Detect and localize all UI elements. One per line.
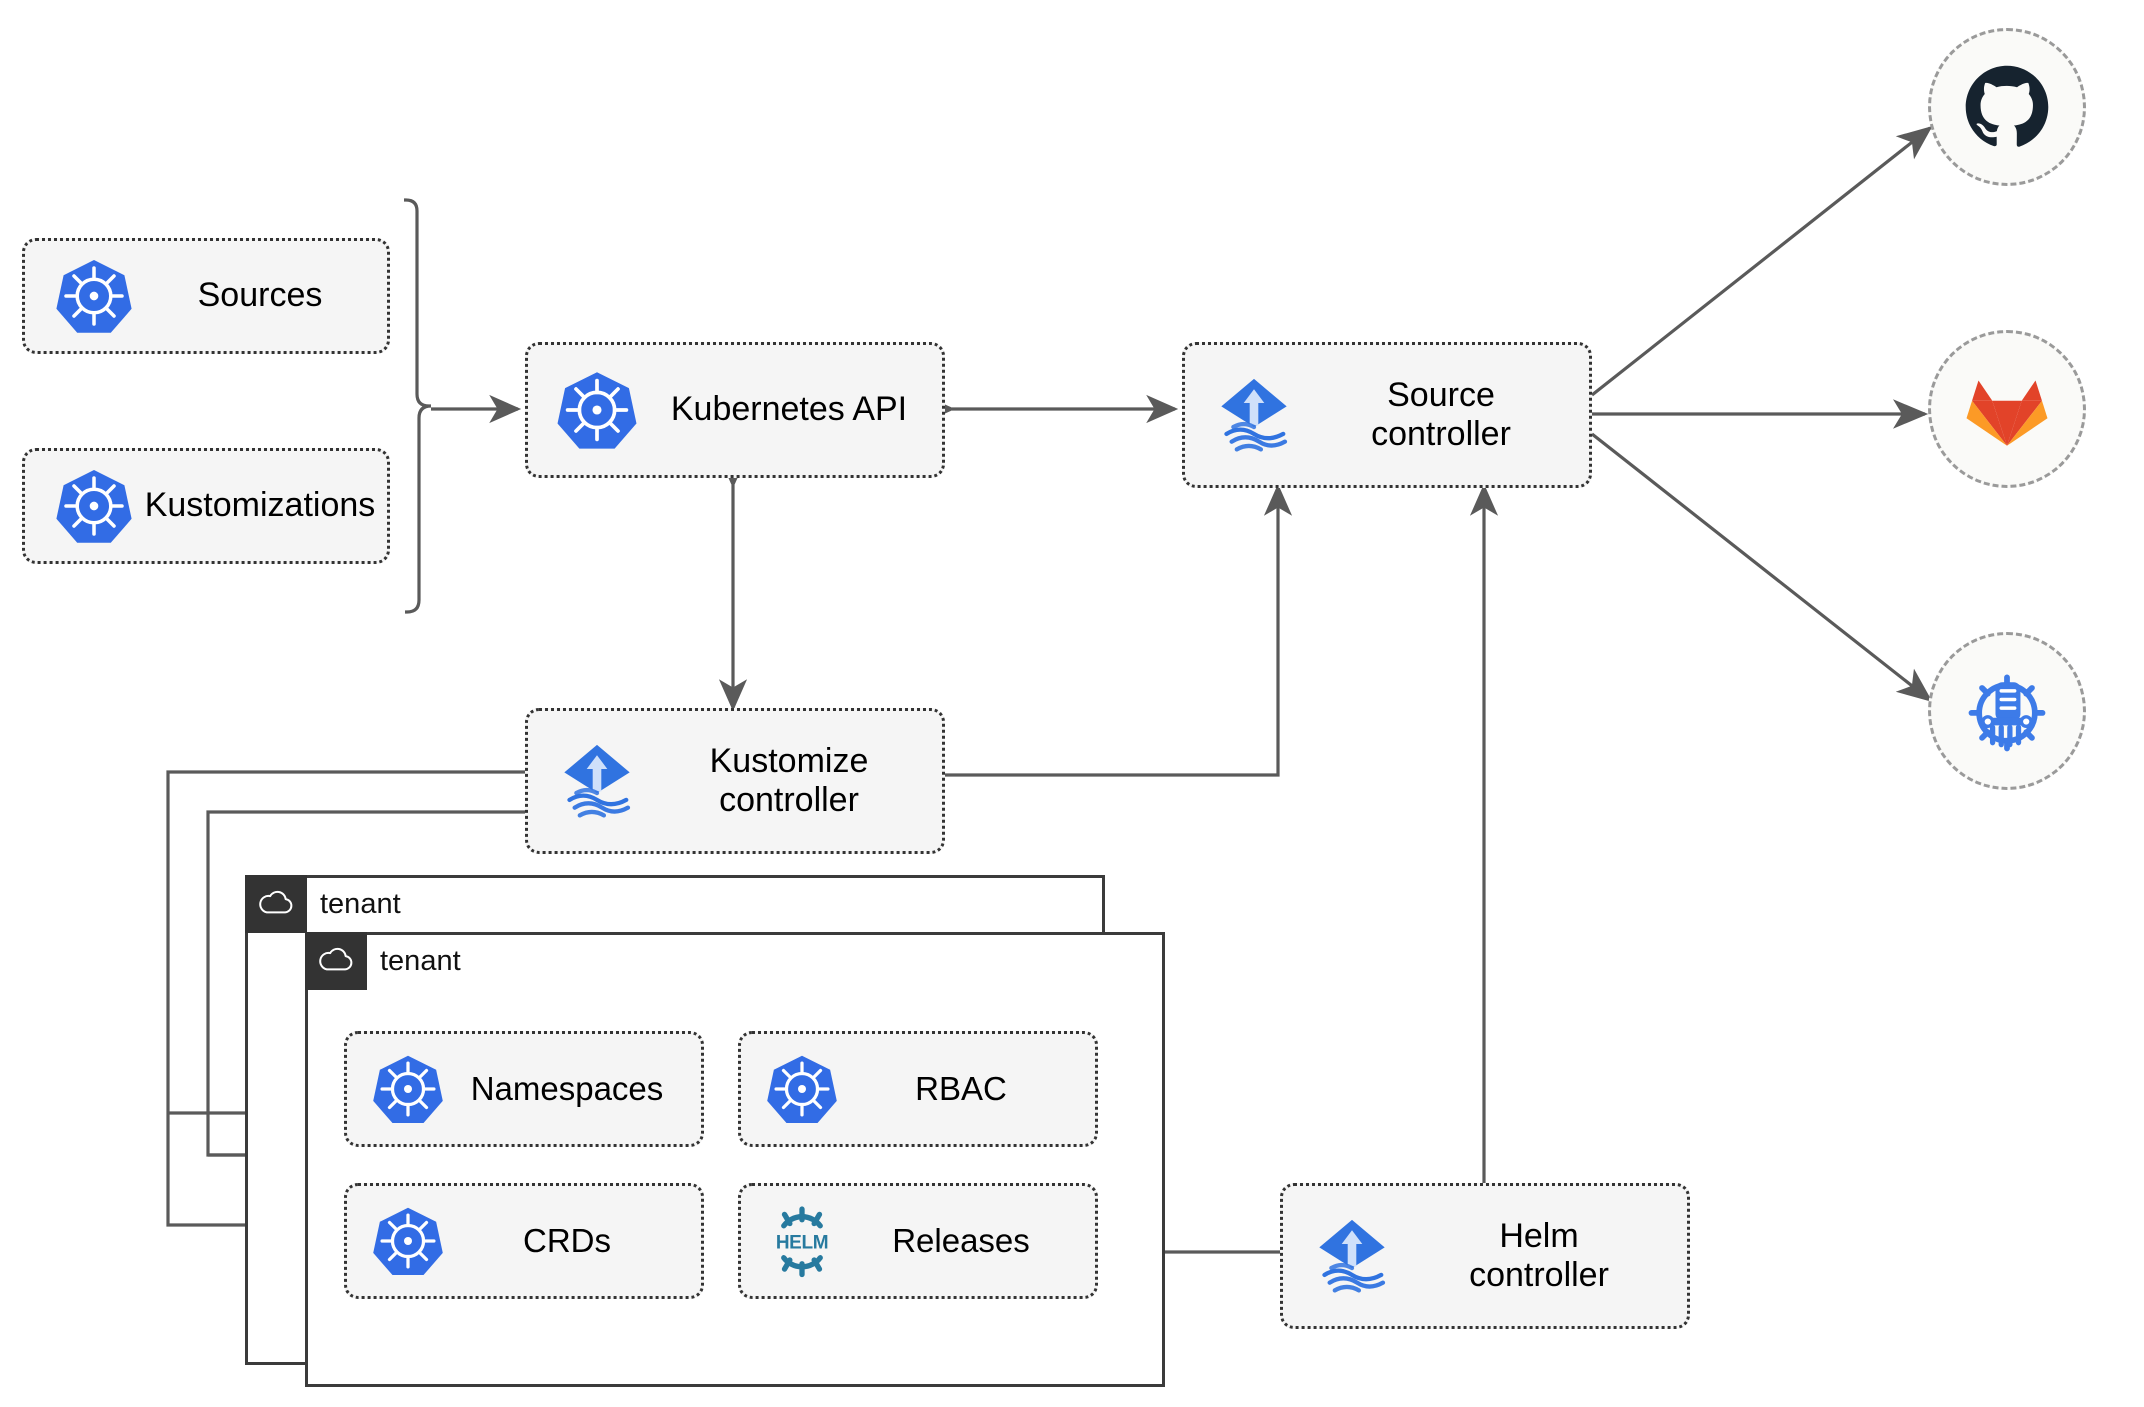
tenant-frame-inner[interactable]: tenant Namespaces: [305, 932, 1165, 1387]
kubernetes-icon: [763, 1050, 841, 1128]
flux-icon: [554, 738, 640, 824]
edge-source-github: [1591, 126, 1933, 397]
kubernetes-icon: [51, 463, 137, 549]
github-icon: [1965, 65, 2049, 147]
node-kubernetes-api[interactable]: Kubernetes API: [525, 342, 945, 478]
node-kustomize-controller-label: Kustomize controller: [709, 741, 869, 819]
node-source-controller-label: Source controller: [1371, 375, 1511, 453]
helm-icon: HELM: [763, 1202, 841, 1280]
bracket-shape: [405, 211, 432, 614]
kubernetes-icon: [554, 367, 640, 453]
node-namespaces-label: Namespaces: [470, 1070, 664, 1107]
chart-registry-icon: [1968, 674, 2046, 752]
svg-text:HELM: HELM: [776, 1233, 828, 1254]
node-sources[interactable]: Sources: [22, 238, 390, 354]
gitlab-icon: [1966, 380, 2048, 446]
edge-source-registry: [1591, 432, 1933, 702]
node-releases-label: Releases: [892, 1222, 1030, 1259]
node-kustomizations[interactable]: Kustomizations: [22, 448, 390, 564]
node-sources-label: Sources: [197, 276, 323, 315]
node-kustomize-controller[interactable]: Kustomize controller: [525, 708, 945, 854]
node-helm-controller[interactable]: Helm controller: [1280, 1183, 1690, 1329]
node-kubernetes-api-label: Kubernetes API: [670, 390, 908, 429]
tenant-outer-title: tenant: [320, 887, 401, 920]
node-provider-helm-repository[interactable]: [1928, 632, 2086, 790]
flux-icon: [1309, 1213, 1395, 1299]
node-namespaces[interactable]: Namespaces: [344, 1031, 704, 1147]
node-provider-gitlab[interactable]: [1928, 330, 2086, 488]
node-helm-controller-label: Helm controller: [1469, 1216, 1609, 1294]
edge-kustomize-source: [940, 483, 1293, 777]
cloud-icon: [305, 932, 367, 990]
flux-icon: [1211, 372, 1297, 458]
tenant-inner-title: tenant: [380, 944, 461, 977]
node-crds[interactable]: CRDs: [344, 1183, 704, 1299]
node-crds-label: CRDs: [523, 1222, 611, 1259]
node-rbac[interactable]: RBAC: [738, 1031, 1098, 1147]
node-kustomizations-label: Kustomizations: [144, 486, 376, 525]
cloud-icon: [245, 875, 307, 933]
node-releases[interactable]: HELM Releases: [738, 1183, 1098, 1299]
kubernetes-icon: [369, 1050, 447, 1128]
node-source-controller[interactable]: Source controller: [1182, 342, 1592, 488]
node-provider-github[interactable]: [1928, 28, 2086, 186]
bracket-top-cap: [404, 198, 419, 212]
node-rbac-label: RBAC: [915, 1070, 1007, 1107]
kubernetes-icon: [369, 1202, 447, 1280]
kubernetes-icon: [51, 253, 137, 339]
